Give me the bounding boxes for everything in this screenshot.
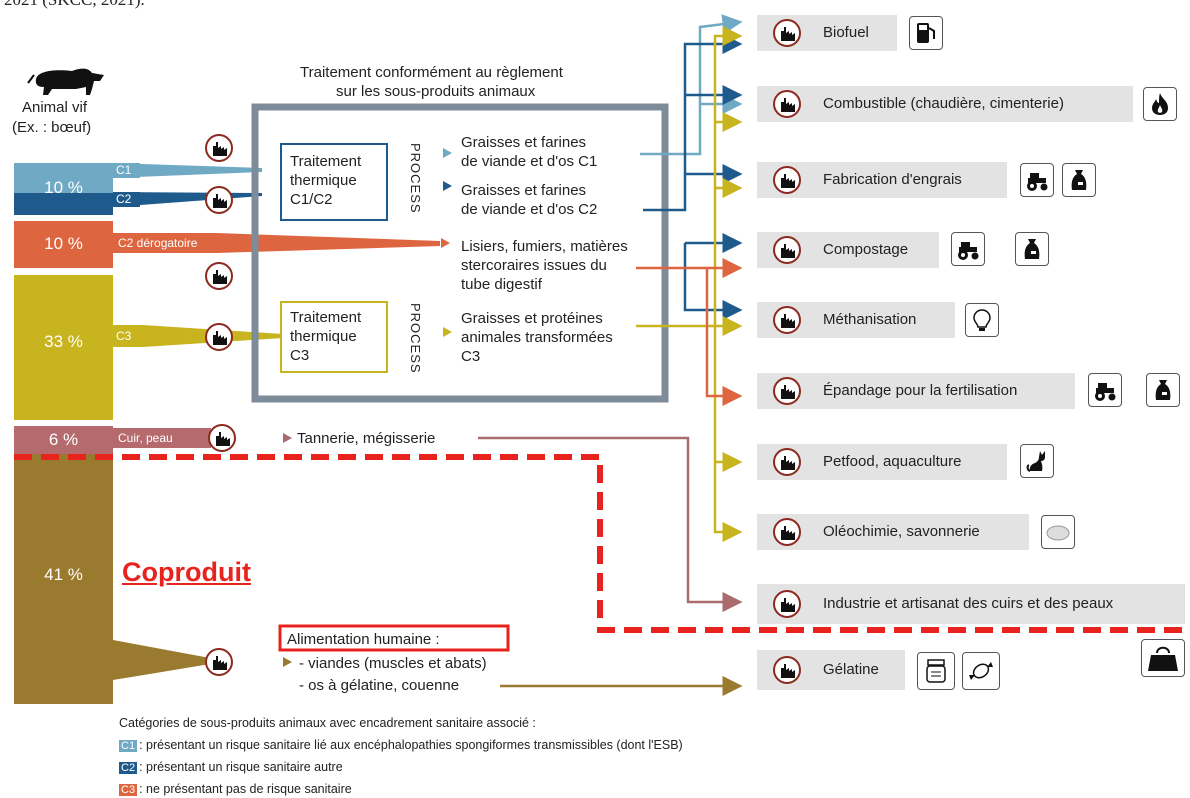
fuel-pump-icon xyxy=(909,16,943,50)
factory-icon xyxy=(205,648,233,676)
destination-biofuel: Biofuel xyxy=(757,15,897,51)
fertilizer-bag-icon xyxy=(1015,232,1049,266)
cat-c1: C1 xyxy=(116,163,132,177)
destination-combustible: Combustible (chaudière, cimenterie) xyxy=(757,86,1133,122)
factory-icon xyxy=(773,518,801,546)
cat-c3: C3 xyxy=(116,329,132,343)
legend-c1: C1: présentant un risque sanitaire lié a… xyxy=(119,738,683,752)
destination-engrais: Fabrication d'engrais xyxy=(757,162,1007,198)
tractor-icon xyxy=(951,232,985,266)
output-tannerie: Tannerie, mégisserie xyxy=(297,430,436,447)
destination-compostage: Compostage xyxy=(757,232,939,268)
coproduit-label: Coproduit xyxy=(122,557,251,587)
factory-icon xyxy=(773,590,801,618)
bar-c2 xyxy=(14,193,113,215)
bar-c3 xyxy=(14,275,113,420)
fire-icon xyxy=(1143,87,1177,121)
factory-icon xyxy=(773,166,801,194)
process-label-1: PROCESS xyxy=(408,143,423,214)
animal-example: (Ex. : bœuf) xyxy=(12,119,92,136)
factory-icon xyxy=(205,262,233,290)
legend-title: Catégories de sous-produits animaux avec… xyxy=(119,716,536,730)
light-bulb-icon xyxy=(965,303,999,337)
header-line1: Traitement conformément au règlement xyxy=(300,64,563,81)
destination-methanisation: Méthanisation xyxy=(757,302,955,338)
factory-icon xyxy=(773,236,801,264)
destination-gelatine: Gélatine xyxy=(757,650,905,690)
header-line2: sur les sous-produits animaux xyxy=(336,83,536,100)
factory-icon xyxy=(773,19,801,47)
bar-c1 xyxy=(14,163,113,193)
tractor-icon xyxy=(1088,373,1122,407)
alimentation-title: Alimentation humaine : xyxy=(287,631,440,648)
cat-c2: C2 xyxy=(116,192,132,206)
animal-label: Animal vif xyxy=(22,99,88,116)
process-label-2: PROCESS xyxy=(408,303,423,374)
jar-icon xyxy=(917,652,955,690)
factory-icon xyxy=(773,306,801,334)
fertilizer-bag-icon xyxy=(1146,373,1180,407)
cow-icon xyxy=(27,68,104,95)
destination-petfood: Petfood, aquaculture xyxy=(757,444,1007,480)
legend-c2: C2: présentant un risque sanitaire autre xyxy=(119,760,343,774)
factory-icon xyxy=(773,448,801,476)
soap-icon xyxy=(1041,515,1075,549)
coproduit-boundary xyxy=(14,454,1188,633)
candy-icon xyxy=(962,652,1000,690)
pct-c1: 10 % xyxy=(44,178,83,197)
treatment-frame xyxy=(251,103,669,403)
pct-c2d: 10 % xyxy=(44,234,83,253)
cat-cuir: Cuir, peau xyxy=(118,431,173,445)
bar-coproduit xyxy=(14,454,113,704)
legend-c3: C3: ne présentant pas de risque sanitair… xyxy=(119,782,352,796)
cat-icon xyxy=(1020,444,1054,478)
cat-c2-derogatoire: C2 dérogatoire xyxy=(118,236,198,250)
bar-cuir xyxy=(14,426,113,454)
factory-icon xyxy=(205,186,233,214)
pct-c3: 33 % xyxy=(44,332,83,351)
pct-coproduit: 41 % xyxy=(44,565,83,584)
factory-icon xyxy=(773,90,801,118)
alimentation-highlight-box xyxy=(278,624,510,652)
destination-epandage: Épandage pour la fertilisation xyxy=(757,373,1075,409)
top-text-fragment: 2021 (SKCC, 2021). xyxy=(4,0,145,9)
tractor-icon xyxy=(1020,163,1054,197)
factory-icon xyxy=(208,424,236,452)
factory-icon xyxy=(205,323,233,351)
pct-cuir: 6 % xyxy=(48,430,79,449)
fertilizer-bag-icon xyxy=(1062,163,1096,197)
factory-icon xyxy=(205,134,233,162)
destination-cuirs: Industrie et artisanat des cuirs et des … xyxy=(757,584,1185,624)
bar-c2d xyxy=(14,221,113,268)
factory-icon xyxy=(773,377,801,405)
alimentation-line2: - os à gélatine, couenne xyxy=(299,677,460,694)
handbag-icon xyxy=(1141,639,1185,677)
alimentation-line1: - viandes (muscles et abats) xyxy=(299,655,487,672)
destination-oleochimie: Oléochimie, savonnerie xyxy=(757,514,1029,550)
factory-icon xyxy=(773,656,801,684)
